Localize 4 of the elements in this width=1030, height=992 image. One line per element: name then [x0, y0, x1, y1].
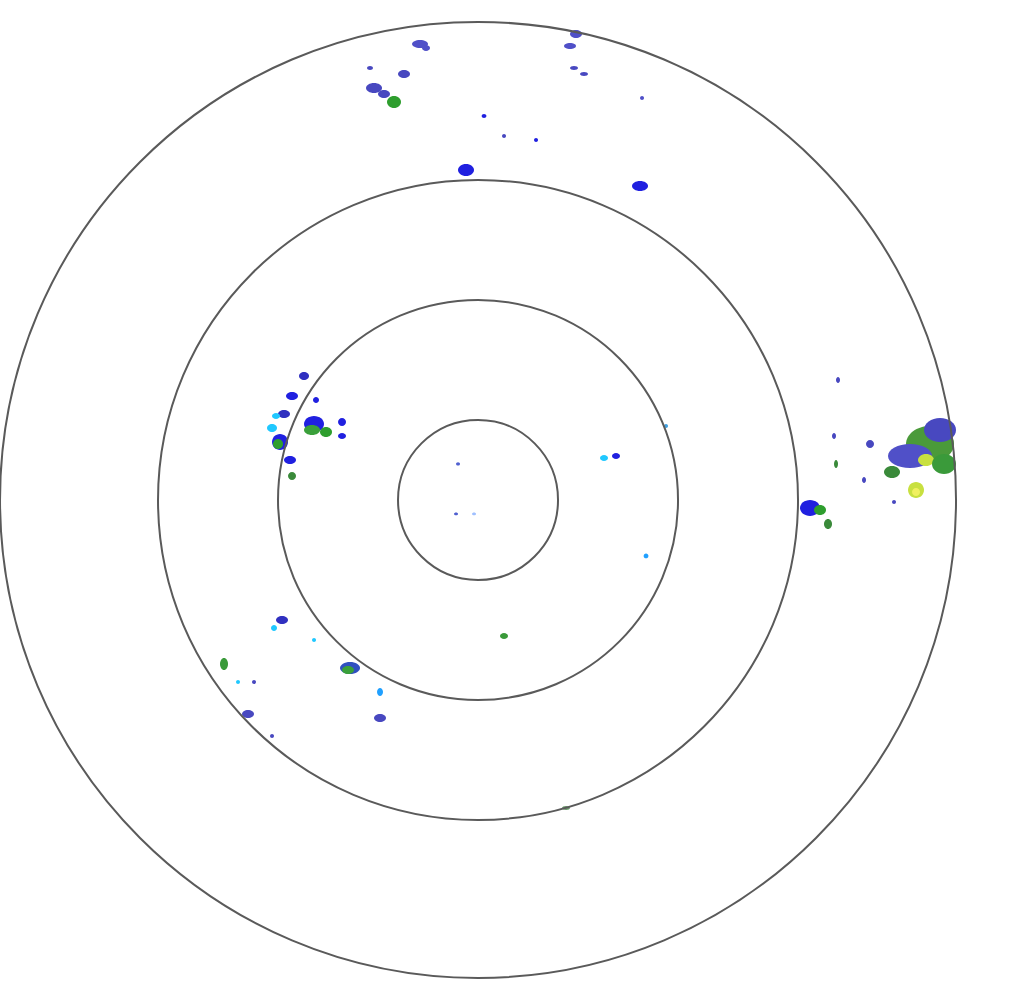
range-ring	[397, 418, 559, 581]
range-ring	[0, 20, 957, 979]
range-ring	[157, 178, 799, 821]
range-ring	[277, 298, 679, 701]
